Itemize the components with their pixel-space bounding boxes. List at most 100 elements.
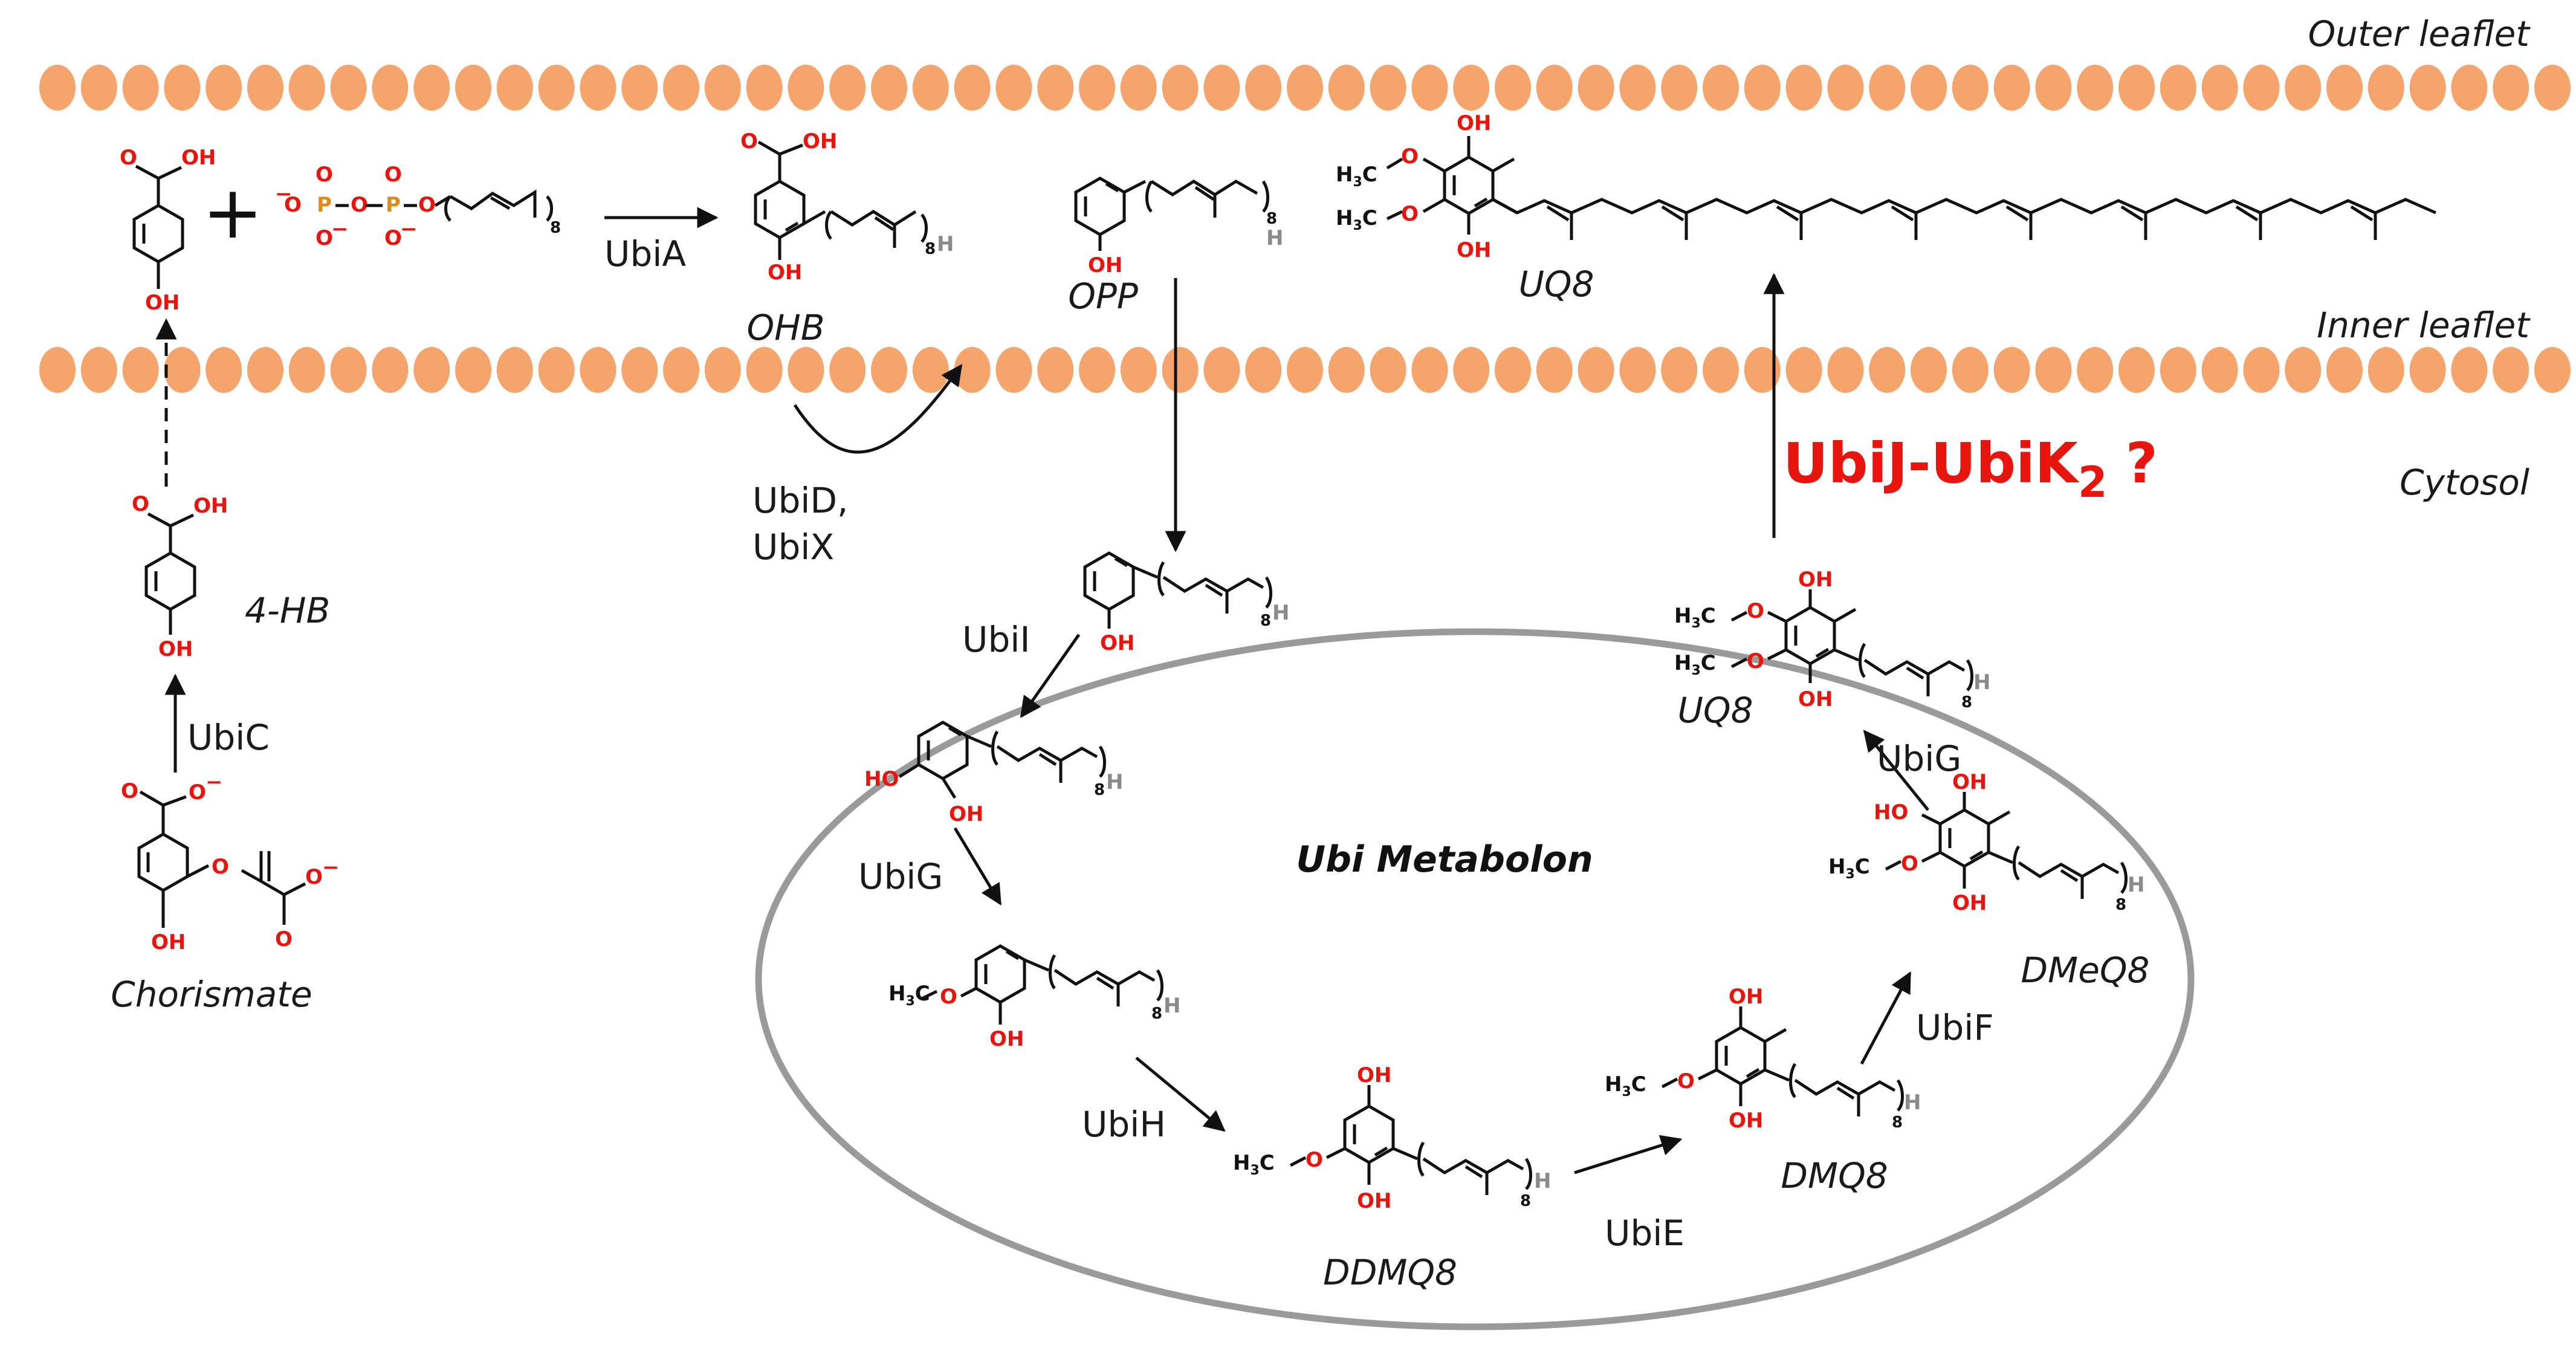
molecule-dmeq8 — [1885, 792, 2128, 899]
molecule-4hb-top-atoms: O OH OH — [120, 146, 216, 315]
svg-text:OH: OH — [1100, 631, 1134, 655]
membrane-lipid-head — [2285, 347, 2322, 393]
molecule-ubig-product-atoms: O H3C OH 8 H — [888, 982, 1180, 1051]
membrane-lipid-head — [2409, 65, 2446, 111]
svg-text:OH: OH — [1357, 1189, 1391, 1213]
enzyme-ubia: UbiA — [604, 233, 686, 274]
membrane-lipid-head — [413, 65, 450, 111]
membrane-lipid-head — [1245, 65, 1282, 111]
svg-text:OH: OH — [1798, 687, 1833, 711]
membrane-lipid-head — [80, 65, 117, 111]
membrane-lipid-head — [954, 347, 991, 393]
arrow-ubih — [1135, 1057, 1226, 1132]
svg-text:8: 8 — [1892, 1113, 1903, 1132]
enzyme-ubif: UbiF — [1916, 1007, 1994, 1048]
svg-text:H: H — [1973, 670, 1990, 695]
svg-text:O: O — [418, 193, 436, 217]
membrane-lipid-head — [122, 347, 159, 393]
membrane-lipid-head — [2035, 65, 2072, 111]
molecule-octaprenyl-pp: O− O O O O O− O− P P 8 — [275, 163, 561, 250]
membrane-lipid-head — [1495, 65, 1531, 111]
metabolon-title: Ubi Metabolon — [1296, 838, 1593, 881]
molecule-4hb-top — [132, 164, 184, 289]
membrane-lipid-head — [704, 65, 741, 111]
membrane-lipid-head — [788, 347, 824, 393]
membrane-lipid-head — [1453, 65, 1490, 111]
membrane-lipid-head — [330, 347, 367, 393]
chain-double-bond — [2235, 205, 2259, 222]
membrane-lipid-head — [995, 347, 1032, 393]
svg-text:O: O — [120, 146, 137, 170]
membrane-lipid-head — [1328, 347, 1365, 393]
membrane-lipid-head — [122, 65, 159, 111]
membrane-lipid-head — [2534, 347, 2571, 393]
molecule-dmeq8-atoms: OH HO O H3C OH 8 H — [1828, 770, 2144, 915]
cytosol-label: Cytosol — [2400, 462, 2529, 503]
membrane-lipid-head — [1703, 65, 1739, 111]
molecule-uq8-metabolon — [1730, 589, 1973, 696]
arrow-ubii — [1020, 633, 1081, 718]
svg-text:O: O — [316, 226, 333, 250]
membrane-lipid-head — [372, 65, 409, 111]
membrane-lipid-head — [1370, 65, 1406, 111]
membrane-lipid-head — [1203, 65, 1240, 111]
svg-text:H: H — [1106, 770, 1123, 794]
chain-double-bond — [1546, 205, 1570, 222]
membrane-lipid-head — [2035, 347, 2072, 393]
membrane-lipid-head — [1827, 347, 1864, 393]
svg-text:O: O — [1747, 649, 1764, 673]
membrane-lipid-head — [995, 65, 1032, 111]
svg-text:H3C: H3C — [1605, 1072, 1646, 1100]
molecule-4hb — [144, 512, 196, 635]
membrane-lipid-head — [2451, 347, 2488, 393]
svg-text:OH: OH — [803, 129, 837, 154]
enzyme-ubic: UbiC — [187, 717, 270, 758]
membrane-lipid-head — [1287, 65, 1323, 111]
arrow-ubid-ubix — [793, 364, 963, 454]
membrane-lipid-head — [538, 65, 575, 111]
compound-dmeq8: DMeQ8 — [2021, 950, 2150, 991]
membrane-lipid-head — [2118, 65, 2155, 111]
svg-text:H: H — [1163, 994, 1180, 1018]
membrane-lipid-head — [621, 65, 658, 111]
svg-text:8: 8 — [1151, 1005, 1162, 1023]
membrane-lipid-head — [2367, 65, 2404, 111]
svg-text:OH: OH — [193, 494, 228, 518]
enzyme-ubig-left: UbiG — [858, 856, 943, 897]
svg-text:OH: OH — [158, 637, 193, 661]
membrane-lipid-head — [1411, 65, 1448, 111]
membrane-lipid-head — [2077, 347, 2114, 393]
svg-text:H3C: H3C — [1828, 855, 1870, 882]
svg-text:H3C: H3C — [1233, 1151, 1275, 1178]
svg-text:H: H — [1272, 601, 1289, 625]
molecule-dmq8 — [1661, 1006, 1904, 1116]
molecule-ubig-product — [921, 944, 1163, 1025]
membrane-lipid-head — [2077, 65, 2114, 111]
molecule-chorismate-atoms: O O− O O− O OH — [121, 770, 340, 954]
membrane-lipid-head — [2409, 347, 2446, 393]
svg-text:O: O — [384, 163, 402, 187]
membrane-lipid-head — [1911, 65, 1947, 111]
membrane-lipid-head — [455, 347, 491, 393]
membrane-lipid-head — [2243, 347, 2280, 393]
membrane-lipid-head — [1744, 347, 1781, 393]
membrane-lipid-head — [2367, 347, 2404, 393]
membrane-lipid-head — [496, 347, 533, 393]
svg-text:O: O — [740, 129, 758, 154]
chain-double-bond — [2120, 205, 2144, 222]
membrane-lipid-head — [580, 65, 616, 111]
svg-text:8: 8 — [1094, 781, 1105, 799]
svg-text:8: 8 — [925, 240, 936, 258]
membrane-lipid-head — [288, 65, 325, 111]
svg-text:O: O — [275, 927, 293, 951]
metabolon-ellipse — [755, 628, 2195, 1330]
svg-text:8: 8 — [550, 219, 561, 237]
molecule-opp-metabolon-atoms: OH 8 H — [1100, 601, 1289, 655]
membrane-lipid-head — [1619, 347, 1656, 393]
membrane-lipid-head — [1869, 347, 1906, 393]
svg-text:OH: OH — [1088, 253, 1122, 277]
membrane-lipid-head — [1952, 65, 1989, 111]
svg-text:HO: HO — [864, 767, 899, 791]
svg-text:H: H — [1266, 226, 1283, 250]
membrane-lipid-head — [413, 347, 450, 393]
